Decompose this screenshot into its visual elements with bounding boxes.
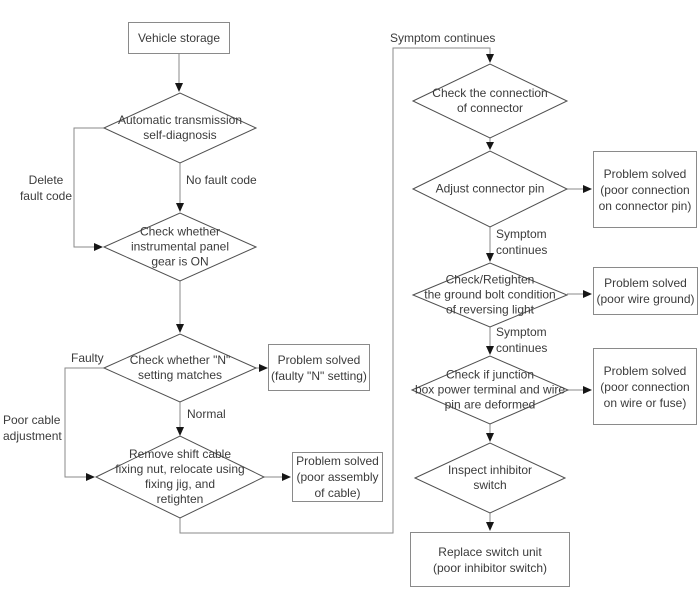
node-problem-solved-wire-ground: Problem solved (poor wire ground)	[593, 267, 698, 315]
node-check-junction-box-label: Check if junction box power terminal and…	[414, 367, 566, 412]
node-check-n-setting-label: Check whether "N" setting matches	[129, 353, 231, 382]
diamond-check-ground-bolt	[411, 262, 569, 328]
diamond-relocate-shift-cable	[94, 435, 266, 519]
arrowhead-checkjunction-to-solvedwire	[583, 386, 592, 394]
node-self-diagnosis-label: Automatic transmission self-diagnosis	[117, 113, 243, 142]
diamond-inspect-inhibitor-switch	[413, 442, 567, 514]
arrowhead-checkn-to-solvedn	[259, 364, 268, 372]
diamond-check-panel-gear	[102, 212, 258, 282]
arrowhead-checkjunction-to-inspect	[486, 433, 494, 442]
edge-label-delete-fault-code: Delete fault code	[19, 173, 73, 203]
edge-delete-fault-loop	[73, 127, 104, 248]
node-problem-solved-wire-fuse: Problem solved (poor connection on wire …	[593, 348, 697, 425]
arrowhead-start-to-selfdiag	[175, 83, 183, 92]
node-inspect-inhibitor-switch-label: Inspect inhibitor switch	[447, 463, 533, 492]
arrowhead-symptom-continues-main	[486, 54, 494, 63]
node-check-ground-bolt-label: Check/Retighten the ground bolt conditio…	[424, 272, 556, 317]
edge-label-symptom-continues-top: Symptom continues	[390, 31, 496, 45]
node-problem-solved-n-setting: Problem solved (faulty "N" setting)	[268, 344, 370, 391]
diamond-check-connector	[411, 63, 569, 139]
edge-symptom-continues-main	[179, 47, 491, 534]
node-check-panel-gear-label: Check whether instrumental panel gear is…	[130, 224, 230, 269]
arrowhead-checkn-to-relocate	[176, 427, 184, 436]
edge-label-no-fault-code: No fault code	[186, 173, 257, 187]
arrowhead-adjustpin-to-checkground	[486, 253, 494, 262]
node-problem-solved-cable: Problem solved (poor assembly of cable)	[292, 452, 383, 502]
node-replace-switch-unit: Replace switch unit (poor inhibitor swit…	[410, 532, 570, 587]
arrowhead-inspect-to-replace	[486, 522, 494, 531]
arrowhead-checkconn-to-adjustpin	[486, 142, 494, 150]
node-vehicle-storage: Vehicle storage	[128, 22, 230, 54]
node-relocate-shift-cable-label: Remove shift cable fixing nut, relocate …	[115, 447, 245, 506]
diamond-check-junction-box	[410, 355, 570, 425]
arrowhead-checkground-to-solvedground	[583, 290, 592, 298]
edge-label-faulty: Faulty	[71, 351, 104, 365]
arrowhead-relocate-to-solvedcable	[282, 473, 291, 481]
diamond-adjust-connector-pin	[411, 150, 569, 228]
edge-label-poor-cable-adjustment: Poor cable adjustment	[3, 413, 62, 443]
edge-label-symptom-continues-after-pin: Symptom continues	[496, 227, 548, 257]
node-problem-solved-connector-pin: Problem solved (poor connection on conne…	[593, 151, 697, 228]
edge-label-symptom-continues-after-ground: Symptom continues	[496, 325, 548, 355]
node-adjust-connector-pin-label: Adjust connector pin	[435, 181, 545, 196]
arrowhead-poor-cable-loop	[86, 473, 95, 481]
arrowhead-adjustpin-to-solvedpin	[583, 185, 592, 193]
edge-poor-cable-loop	[64, 367, 104, 478]
arrowhead-delete-fault-loop	[94, 243, 103, 251]
diamond-self-diagnosis	[102, 92, 258, 164]
arrowhead-selfdiag-to-checkpanel	[176, 203, 184, 212]
edge-label-normal: Normal	[187, 407, 226, 421]
arrowhead-checkground-to-checkjunction	[486, 346, 494, 355]
arrowhead-checkpanel-to-checkn	[176, 324, 184, 333]
diamond-check-n-setting	[102, 333, 258, 403]
node-check-connector-label: Check the connection of connector	[432, 86, 548, 115]
